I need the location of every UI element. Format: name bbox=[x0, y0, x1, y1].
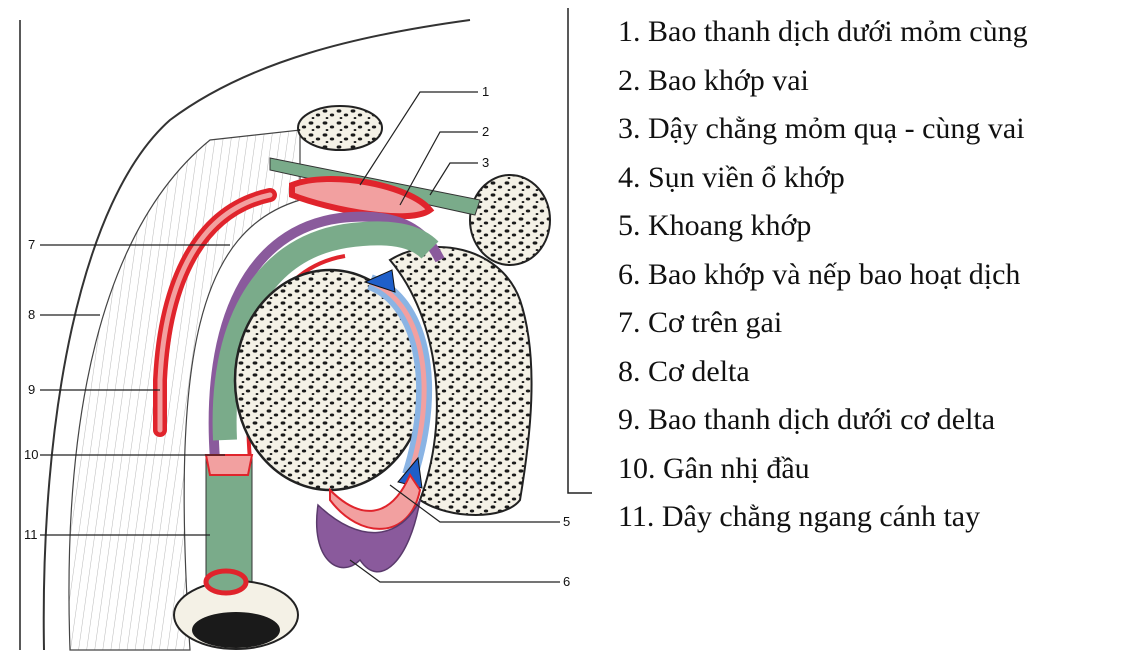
legend-item-6: 6. Bao khớp và nếp bao hoạt dịch bbox=[618, 251, 1133, 300]
legend-item-8: 8. Cơ delta bbox=[618, 348, 1133, 397]
callout-9: 9 bbox=[28, 382, 35, 397]
callout-10: 10 bbox=[24, 447, 38, 462]
medullary-cavity bbox=[192, 612, 280, 648]
legend-item-7: 7. Cơ trên gai bbox=[618, 299, 1133, 348]
callout-7: 7 bbox=[28, 237, 35, 252]
acromion-bone bbox=[298, 106, 382, 150]
transverse-ligament-ring bbox=[206, 571, 246, 593]
legend-list: 1. Bao thanh dịch dưới mỏm cùng 2. Bao k… bbox=[618, 8, 1133, 542]
shoulder-joint-diagram: 1 2 3 5 6 7 8 9 10 11 bbox=[0, 0, 600, 659]
legend-item-3: 3. Dậy chằng mỏm quạ - cùng vai bbox=[618, 105, 1133, 154]
callout-11: 11 bbox=[24, 527, 38, 542]
coracoid-bone bbox=[470, 175, 550, 265]
leader-3 bbox=[430, 163, 478, 195]
callout-8: 8 bbox=[28, 307, 35, 322]
legend-item-1: 1. Bao thanh dịch dưới mỏm cùng bbox=[618, 8, 1133, 57]
callout-6: 6 bbox=[563, 574, 570, 589]
callout-2: 2 bbox=[482, 124, 489, 139]
legend-item-4: 4. Sụn viền ổ khớp bbox=[618, 154, 1133, 203]
frame-right-line bbox=[568, 8, 592, 493]
callout-1: 1 bbox=[482, 84, 489, 99]
legend-item-2: 2. Bao khớp vai bbox=[618, 57, 1133, 106]
biceps-sheath-top bbox=[206, 455, 252, 475]
legend-item-5: 5. Khoang khớp bbox=[618, 202, 1133, 251]
legend-item-10: 10. Gân nhị đầu bbox=[618, 445, 1133, 494]
callout-3: 3 bbox=[482, 155, 489, 170]
callout-5: 5 bbox=[563, 514, 570, 529]
legend-item-9: 9. Bao thanh dịch dưới cơ delta bbox=[618, 396, 1133, 445]
legend-item-11: 11. Dây chằng ngang cánh tay bbox=[618, 493, 1133, 542]
subacromial-bursa bbox=[292, 179, 430, 216]
